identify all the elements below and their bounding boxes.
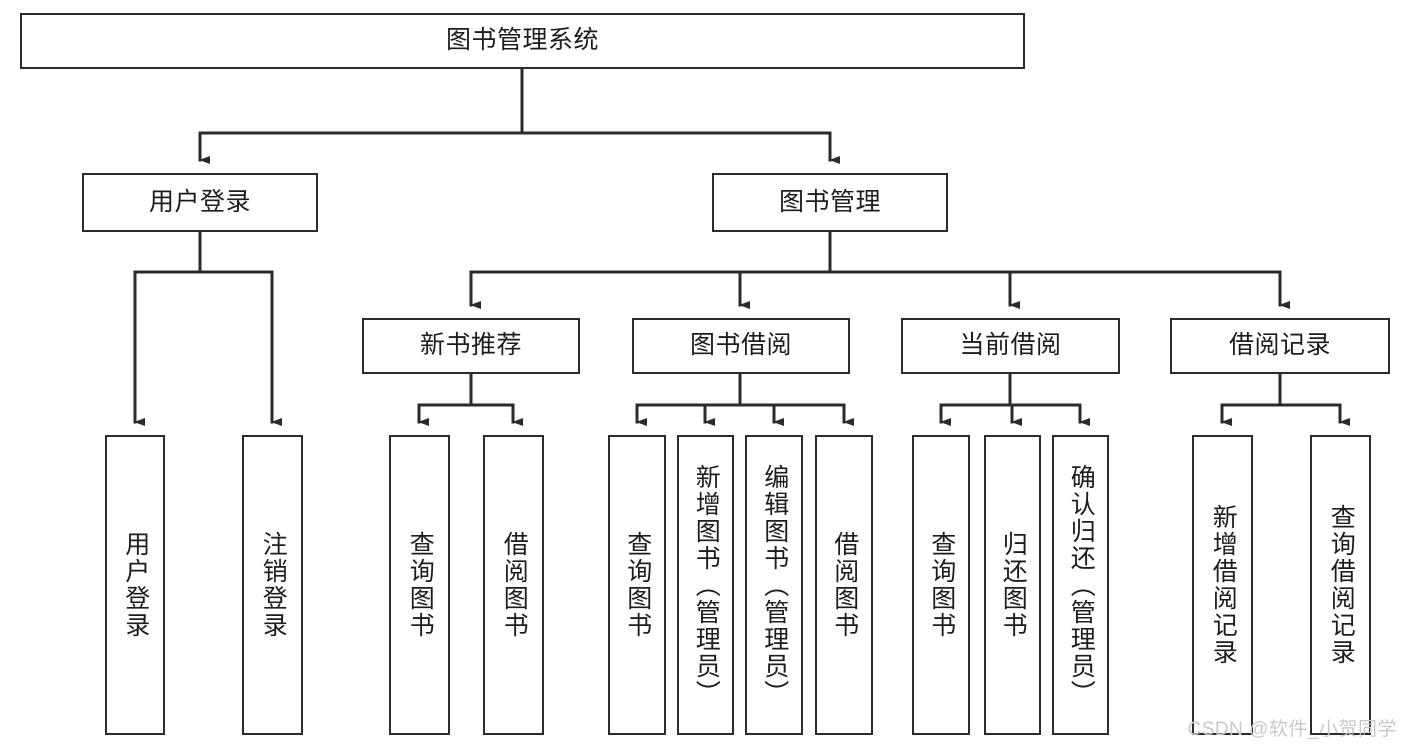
node-label: 查询图书: [623, 531, 652, 639]
node-leaf-borrow-book-rec[interactable]: 借阅图书: [483, 435, 544, 735]
node-leaf-query-book[interactable]: 查询图书: [608, 435, 666, 735]
node-book-borrow[interactable]: 图书借阅: [632, 318, 850, 374]
node-leaf-query-borrow-record[interactable]: 查询借阅记录: [1310, 435, 1371, 735]
node-borrow-records[interactable]: 借阅记录: [1170, 318, 1390, 374]
node-user-login[interactable]: 用户登录: [82, 173, 318, 232]
node-label: 借阅记录: [1228, 331, 1331, 360]
node-label: 图书管理: [778, 187, 881, 216]
node-new-book-recommend[interactable]: 新书推荐: [362, 318, 580, 374]
node-label: 借阅图书: [500, 531, 529, 639]
node-current-borrow[interactable]: 当前借阅: [901, 318, 1120, 374]
node-leaf-add-borrow-record[interactable]: 新增借阅记录: [1192, 435, 1253, 735]
node-label: 用户登录: [148, 187, 251, 216]
node-label: 用户登录: [121, 531, 150, 639]
node-root-label: 图书管理系统: [445, 26, 599, 55]
node-root[interactable]: 图书管理系统: [20, 13, 1025, 69]
node-leaf-confirm-return-admin[interactable]: 确认归还（管理员）: [1052, 435, 1109, 735]
node-label: 查询图书: [927, 531, 956, 639]
node-label: 注销登录: [259, 531, 288, 639]
node-label: 查询借阅记录: [1327, 504, 1356, 666]
node-book-management[interactable]: 图书管理: [712, 173, 948, 232]
node-label: 查询图书: [406, 531, 435, 639]
node-label: 图书借阅: [689, 331, 792, 360]
node-leaf-user-login[interactable]: 用户登录: [105, 435, 165, 735]
node-leaf-add-book-admin[interactable]: 新增图书（管理员）: [677, 435, 734, 735]
node-label: 新增图书（管理员）: [692, 463, 721, 707]
node-leaf-query-book-current[interactable]: 查询图书: [912, 435, 970, 735]
node-label: 当前借阅: [959, 331, 1062, 360]
node-leaf-logout[interactable]: 注销登录: [242, 435, 303, 735]
node-label: 借阅图书: [830, 531, 859, 639]
node-label: 新书推荐: [419, 331, 522, 360]
node-label: 新增借阅记录: [1209, 504, 1238, 666]
node-label: 编辑图书（管理员）: [760, 463, 789, 707]
node-leaf-borrow-book[interactable]: 借阅图书: [815, 435, 873, 735]
node-label: 归还图书: [999, 531, 1028, 639]
node-leaf-return-book[interactable]: 归还图书: [984, 435, 1041, 735]
node-leaf-query-book-rec[interactable]: 查询图书: [389, 435, 450, 735]
node-leaf-edit-book-admin[interactable]: 编辑图书（管理员）: [745, 435, 803, 735]
csdn-watermark: CSDN @软件_小贺同学: [1187, 719, 1397, 740]
node-label: 确认归还（管理员）: [1067, 463, 1096, 707]
